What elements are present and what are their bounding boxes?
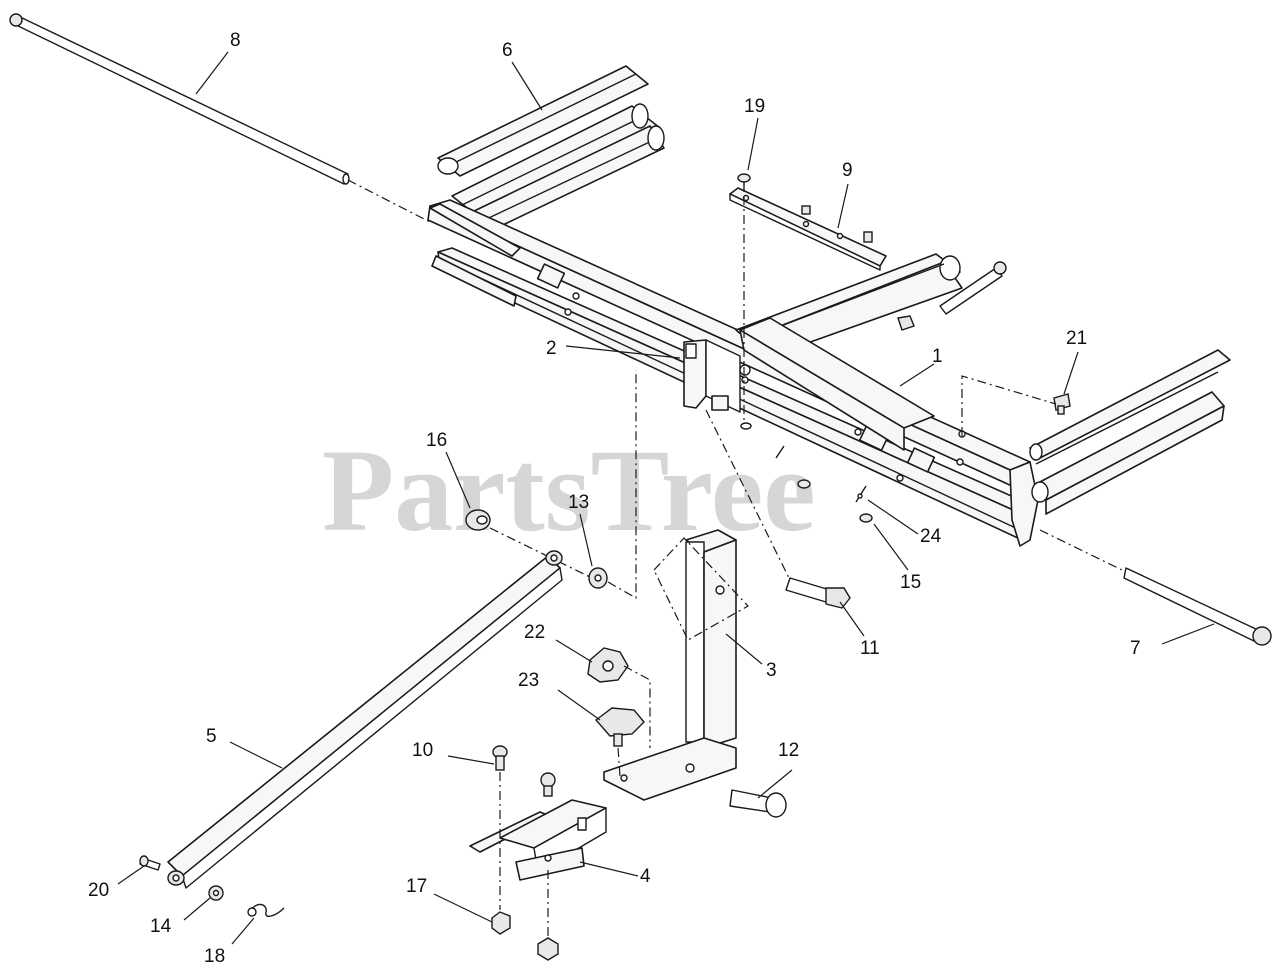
callout-8: 8 bbox=[230, 30, 241, 51]
part-22-knob bbox=[587, 647, 651, 748]
part-18-clip bbox=[247, 903, 285, 918]
part-16-bushing bbox=[465, 509, 593, 579]
callout-14: 14 bbox=[150, 916, 172, 937]
part-10-bolt bbox=[492, 745, 508, 910]
part-20-pin bbox=[139, 855, 161, 871]
leader-lines bbox=[117, 51, 1215, 945]
callout-1: 1 bbox=[932, 346, 943, 367]
callout-2: 2 bbox=[546, 338, 557, 359]
callout-labels: 1 2 3 4 5 6 7 8 9 10 11 12 13 14 15 16 1… bbox=[88, 30, 1141, 967]
part-8-rod bbox=[9, 13, 431, 223]
watermark: PartsTree bbox=[322, 425, 816, 556]
callout-11: 11 bbox=[860, 638, 880, 659]
right-upper-tube bbox=[735, 253, 963, 451]
part-24-pin bbox=[775, 445, 867, 503]
part-11-bolt bbox=[705, 409, 851, 609]
callout-17: 17 bbox=[406, 876, 427, 897]
part-7-bolt bbox=[897, 261, 1272, 646]
part-21-bolt bbox=[961, 375, 1071, 436]
part-23-knob bbox=[594, 707, 645, 777]
callout-18: 18 bbox=[204, 946, 225, 967]
callout-6: 6 bbox=[502, 40, 513, 61]
callout-15: 15 bbox=[900, 572, 921, 593]
part-9-plate bbox=[729, 187, 887, 271]
bolt-upper-right bbox=[537, 772, 559, 961]
callout-9: 9 bbox=[842, 160, 853, 181]
part-14-washer bbox=[208, 885, 224, 901]
part-6-tube bbox=[437, 65, 649, 177]
callout-22: 22 bbox=[524, 622, 545, 643]
part-12-pin bbox=[729, 789, 787, 818]
callout-5: 5 bbox=[206, 726, 217, 747]
right-roller-assembly bbox=[1029, 349, 1231, 515]
callout-16: 16 bbox=[426, 430, 447, 451]
part-13-washer bbox=[588, 370, 637, 600]
callout-13: 13 bbox=[568, 492, 589, 513]
callout-4: 4 bbox=[640, 866, 651, 887]
callout-23: 23 bbox=[518, 670, 539, 691]
part-15-washer bbox=[797, 479, 873, 523]
callout-24: 24 bbox=[920, 526, 942, 547]
callout-19: 19 bbox=[744, 96, 765, 117]
part-19-screw bbox=[737, 173, 752, 430]
part-17-nut bbox=[491, 911, 511, 935]
part-4-bracket bbox=[469, 799, 607, 881]
callout-20: 20 bbox=[88, 880, 109, 901]
callout-3: 3 bbox=[766, 660, 777, 681]
part-3-post bbox=[603, 529, 749, 801]
callout-21: 21 bbox=[1066, 328, 1087, 349]
part-2-bracket bbox=[683, 339, 751, 413]
part-5-strut bbox=[167, 550, 563, 889]
callout-12: 12 bbox=[778, 740, 799, 761]
callout-7: 7 bbox=[1130, 638, 1141, 659]
callout-10: 10 bbox=[412, 740, 433, 761]
